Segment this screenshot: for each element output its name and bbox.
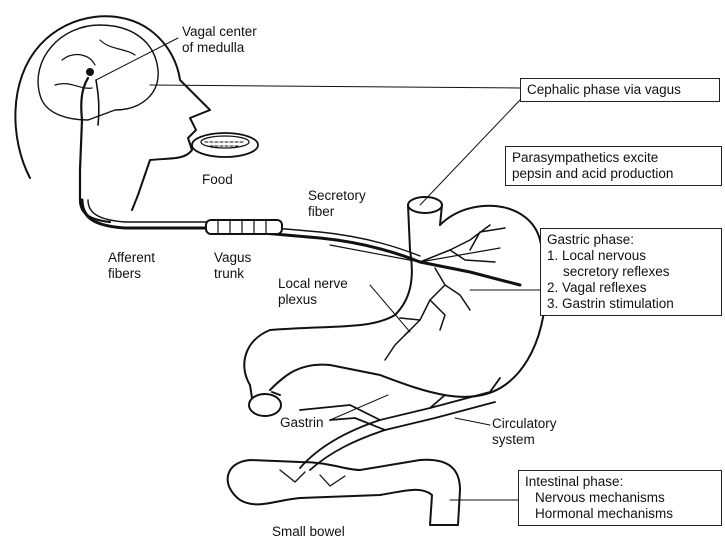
parasympathetics-box: Parasympathetics excite pepsin and acid … xyxy=(505,146,722,186)
parasympathetics-line1: Parasympathetics excite xyxy=(512,150,715,166)
circulatory-system-line2: system xyxy=(492,432,557,448)
intestinal-item-nervous: Nervous mechanisms xyxy=(525,490,715,506)
vagal-center-line2: of medulla xyxy=(182,40,257,56)
small-bowel-label: Small bowel xyxy=(272,524,345,540)
nerve-plexus xyxy=(385,225,505,360)
afferent-fibers-line1: Afferent xyxy=(108,250,155,266)
gastric-item-3: 3. Gastrin stimulation xyxy=(547,296,715,312)
intestinal-phase-title: Intestinal phase: xyxy=(525,474,715,490)
cephalic-phase-text: Cephalic phase via vagus xyxy=(527,82,713,98)
food-label: Food xyxy=(202,172,233,188)
pylorus-opening xyxy=(249,394,281,416)
vagus-trunk-line2: trunk xyxy=(214,266,251,282)
gastrin-label: Gastrin xyxy=(280,415,324,431)
intestinal-item-hormonal: Hormonal mechanisms xyxy=(525,506,715,522)
vagus-trunk-label: Vagus trunk xyxy=(214,250,251,282)
local-nerve-plexus-line1: Local nerve xyxy=(278,276,348,292)
gastric-phase-box: Gastric phase: 1. Local nervous secretor… xyxy=(540,228,722,316)
local-nerve-plexus-label: Local nerve plexus xyxy=(278,276,348,308)
small-bowel-outline xyxy=(228,460,460,525)
cephalic-phase-box: Cephalic phase via vagus xyxy=(520,78,720,102)
circulatory-system-label: Circulatory system xyxy=(492,416,557,448)
afferent-fibers-line2: fibers xyxy=(108,266,155,282)
vagus-trunk-line1: Vagus xyxy=(214,250,251,266)
vagal-center-label: Vagal center of medulla xyxy=(182,24,257,56)
head-outline xyxy=(15,16,210,210)
vagal-center-line1: Vagal center xyxy=(182,24,257,40)
local-nerve-plexus-line2: plexus xyxy=(278,292,348,308)
brainstem xyxy=(80,78,110,222)
gastric-item-1-cont: secretory reflexes xyxy=(547,264,715,280)
gastric-item-1: 1. Local nervous xyxy=(547,248,715,264)
intestinal-phase-box: Intestinal phase: Nervous mechanisms Hor… xyxy=(518,470,722,526)
circulatory-vessels xyxy=(300,378,500,470)
secretory-fiber-line2: fiber xyxy=(308,204,366,220)
secretory-fiber-line1: Secretory xyxy=(308,188,366,204)
afferent-fibers-label: Afferent fibers xyxy=(108,250,155,282)
gastric-item-2: 2. Vagal reflexes xyxy=(547,280,715,296)
secretory-fiber-label: Secretory fiber xyxy=(308,188,366,220)
circulatory-system-line1: Circulatory xyxy=(492,416,557,432)
parasympathetics-line2: pepsin and acid production xyxy=(512,166,715,182)
gastric-phase-title: Gastric phase: xyxy=(547,232,715,248)
